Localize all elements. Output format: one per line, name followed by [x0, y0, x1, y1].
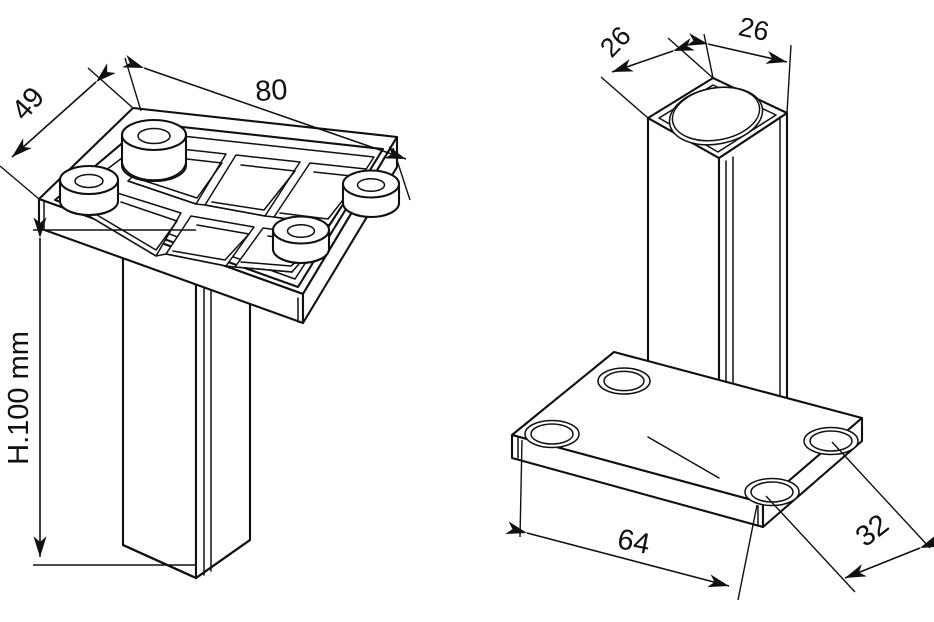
base-plate-hole-rear-right — [803, 426, 859, 456]
base-plate-hole-front-left — [524, 419, 580, 449]
base-plate-hole-front-right — [744, 477, 800, 507]
plate-boss-rear-left — [120, 118, 188, 183]
dimension-base-length-64: 64 — [505, 439, 758, 601]
dimension-label-26-right: 26 — [736, 11, 772, 47]
dimension-label-49: 49 — [6, 81, 51, 126]
dimension-plate-length-80: 80 — [122, 54, 411, 201]
plate-boss-rear-right — [341, 169, 401, 219]
dimension-label-26-left: 26 — [594, 21, 636, 63]
plate-boss-front-left — [58, 164, 120, 217]
dimension-tube-side-right-26: 26 — [686, 11, 792, 114]
dimension-label-32: 32 — [850, 508, 895, 553]
base-plate-hole-rear-left — [597, 367, 651, 395]
dimension-label-80: 80 — [254, 74, 288, 108]
dimension-label-64: 64 — [615, 523, 653, 561]
plate-boss-front-right — [271, 215, 331, 265]
right-view-group: 26 26 64 32 — [505, 11, 934, 601]
left-view-group: 80 49 H.100 mm — [0, 54, 411, 580]
dimension-label-height: H.100 mm — [3, 331, 35, 465]
dimension-leg-height: H.100 mm — [3, 217, 196, 566]
